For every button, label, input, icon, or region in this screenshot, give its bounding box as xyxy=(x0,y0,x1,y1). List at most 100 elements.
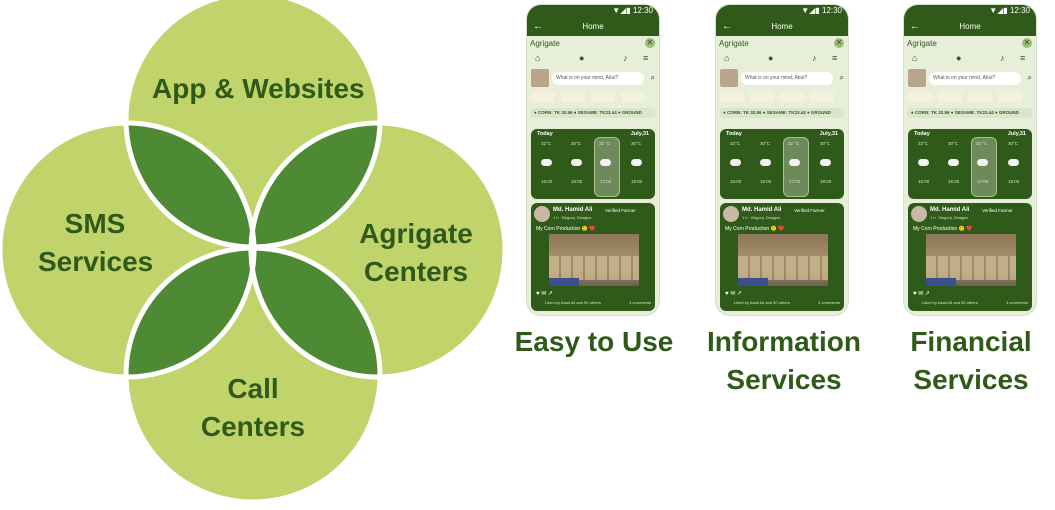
profile-icon[interactable]: ● xyxy=(956,53,962,63)
menu-icon[interactable]: ≡ xyxy=(832,53,838,63)
app-title-bar: ← Home xyxy=(527,18,659,36)
cloud-icon xyxy=(1008,159,1019,166)
tarp-graphic xyxy=(549,278,579,286)
reaction-icons[interactable]: ♥ ✉ ↗ xyxy=(536,291,553,297)
profile-icon[interactable]: ● xyxy=(768,53,774,63)
feed-post: Md. Hamid Ali Verified Farmer 1 h · Birg… xyxy=(531,203,655,311)
back-arrow-icon[interactable]: ← xyxy=(533,21,543,32)
post-avatar xyxy=(534,206,550,222)
price-ticker: ● CORN: TK 32.56 ● SESAME: TK23.44 ● GRO… xyxy=(530,108,656,118)
reaction-icons[interactable]: ♥ ✉ ↗ xyxy=(725,291,742,297)
home-icon[interactable]: ⌂ xyxy=(535,53,541,63)
tarp-graphic xyxy=(926,278,956,286)
feed-post: Md. Hamid Ali Verified Farmer 1 h · Birg… xyxy=(720,203,844,311)
phone-caption-1: Easy to Use xyxy=(499,323,689,361)
quick-chip[interactable] xyxy=(998,92,1022,102)
status-bar: ▼◢▮ 12:30 xyxy=(527,5,659,18)
close-icon[interactable]: ✕ xyxy=(645,38,655,48)
post-avatar xyxy=(723,206,739,222)
profile-icon[interactable]: ● xyxy=(579,53,585,63)
caption-line: Services xyxy=(726,364,842,395)
brand-name: Agrigate xyxy=(719,39,749,48)
verified-badge: Verified Farmer xyxy=(794,208,825,213)
bell-icon[interactable]: ♪ xyxy=(812,53,817,63)
quick-chip[interactable] xyxy=(780,92,804,102)
post-caption: My Corn Production 🙂 ❤️ xyxy=(913,226,973,232)
back-arrow-icon[interactable]: ← xyxy=(910,21,920,32)
app-title: Home xyxy=(582,22,604,31)
quick-chip[interactable] xyxy=(750,92,774,102)
quick-chip[interactable] xyxy=(561,92,585,102)
quick-chip[interactable] xyxy=(720,92,744,102)
composer-input[interactable]: What is on your mind, Abul? xyxy=(929,72,1021,85)
label-sms-line1: SMS xyxy=(64,208,126,239)
menu-icon[interactable]: ≡ xyxy=(1020,53,1026,63)
quick-chip[interactable] xyxy=(810,92,834,102)
weather-card: Today July,31 32°C 30°C 32 °C 30°C 15:00… xyxy=(531,129,655,199)
phone-mockup-2: ▼◢▮ 12:30 ← Home Agrigate ✕ ⌂ ● ♪ ≡ What… xyxy=(716,5,848,315)
weather-time: 18:00 xyxy=(1008,179,1020,184)
post-author[interactable]: Md. Hamid Ali xyxy=(553,207,593,213)
price-ticker: ● CORN: TK 32.56 ● SESAME: TK23.44 ● GRO… xyxy=(907,108,1033,118)
home-icon[interactable]: ⌂ xyxy=(912,53,918,63)
nav-row: ⌂ ● ♪ ≡ xyxy=(527,50,659,68)
cloud-icon xyxy=(760,159,771,166)
weather-temp: 30°C xyxy=(631,141,642,146)
composer-input[interactable]: What is on your mind, Abul? xyxy=(741,72,833,85)
quick-chip[interactable] xyxy=(531,92,555,102)
brand-row: Agrigate ✕ xyxy=(904,36,1036,50)
cloud-icon xyxy=(730,159,741,166)
weather-temp: 32°C xyxy=(918,141,929,146)
phone-mockup-3: ▼◢▮ 12:30 ← Home Agrigate ✕ ⌂ ● ♪ ≡ What… xyxy=(904,5,1036,315)
search-icon[interactable]: ⌕ xyxy=(1027,73,1032,82)
reaction-icons[interactable]: ♥ ✉ ↗ xyxy=(913,291,930,297)
comments-count[interactable]: 4 comments xyxy=(1006,300,1028,305)
sacks-graphic xyxy=(549,256,639,280)
cloud-icon xyxy=(541,159,552,166)
avatar xyxy=(720,69,738,87)
price-ticker: ● CORN: TK 32.56 ● SESAME: TK23.44 ● GRO… xyxy=(719,108,845,118)
search-icon[interactable]: ⌕ xyxy=(839,73,844,82)
label-sms-line2: Services xyxy=(38,246,154,277)
weather-today: Today xyxy=(914,131,930,137)
weather-time: 18:00 xyxy=(631,179,643,184)
back-arrow-icon[interactable]: ← xyxy=(722,21,732,32)
close-icon[interactable]: ✕ xyxy=(1022,38,1032,48)
petal-top-left xyxy=(126,123,254,247)
avatar xyxy=(531,69,549,87)
menu-icon[interactable]: ≡ xyxy=(643,53,649,63)
quick-chip[interactable] xyxy=(968,92,992,102)
quick-chip[interactable] xyxy=(621,92,645,102)
composer-input[interactable]: What is on your mind, Abul? xyxy=(552,72,644,85)
post-image[interactable] xyxy=(926,234,1016,286)
close-icon[interactable]: ✕ xyxy=(834,38,844,48)
quick-chip[interactable] xyxy=(591,92,615,102)
weather-time: 17:00 xyxy=(600,179,612,184)
quick-chip[interactable] xyxy=(908,92,932,102)
cloud-icon xyxy=(789,159,800,166)
liked-by: Liked by Asad Ali and 50 others xyxy=(734,300,790,305)
brand-row: Agrigate ✕ xyxy=(527,36,659,50)
comments-count[interactable]: 4 comments xyxy=(818,300,840,305)
home-icon[interactable]: ⌂ xyxy=(724,53,730,63)
weather-time: 16:00 xyxy=(948,179,960,184)
post-image[interactable] xyxy=(738,234,828,286)
weather-highlight xyxy=(971,137,997,197)
comments-count[interactable]: 4 comments xyxy=(629,300,651,305)
quick-actions xyxy=(527,90,659,106)
weather-temp: 32 °C xyxy=(788,141,800,146)
post-image[interactable] xyxy=(549,234,639,286)
cloud-icon xyxy=(820,159,831,166)
liked-by: Liked by Asad Ali and 50 others xyxy=(545,300,601,305)
weather-temp: 32°C xyxy=(730,141,741,146)
post-author[interactable]: Md. Hamid Ali xyxy=(742,207,782,213)
app-title: Home xyxy=(959,22,981,31)
quick-chip[interactable] xyxy=(938,92,962,102)
post-author[interactable]: Md. Hamid Ali xyxy=(930,207,970,213)
weather-today: Today xyxy=(726,131,742,137)
label-sms-services: SMS Services xyxy=(38,205,154,281)
search-icon[interactable]: ⌕ xyxy=(650,73,655,82)
label-call-centers: Call Centers xyxy=(196,370,310,446)
bell-icon[interactable]: ♪ xyxy=(623,53,628,63)
bell-icon[interactable]: ♪ xyxy=(1000,53,1005,63)
